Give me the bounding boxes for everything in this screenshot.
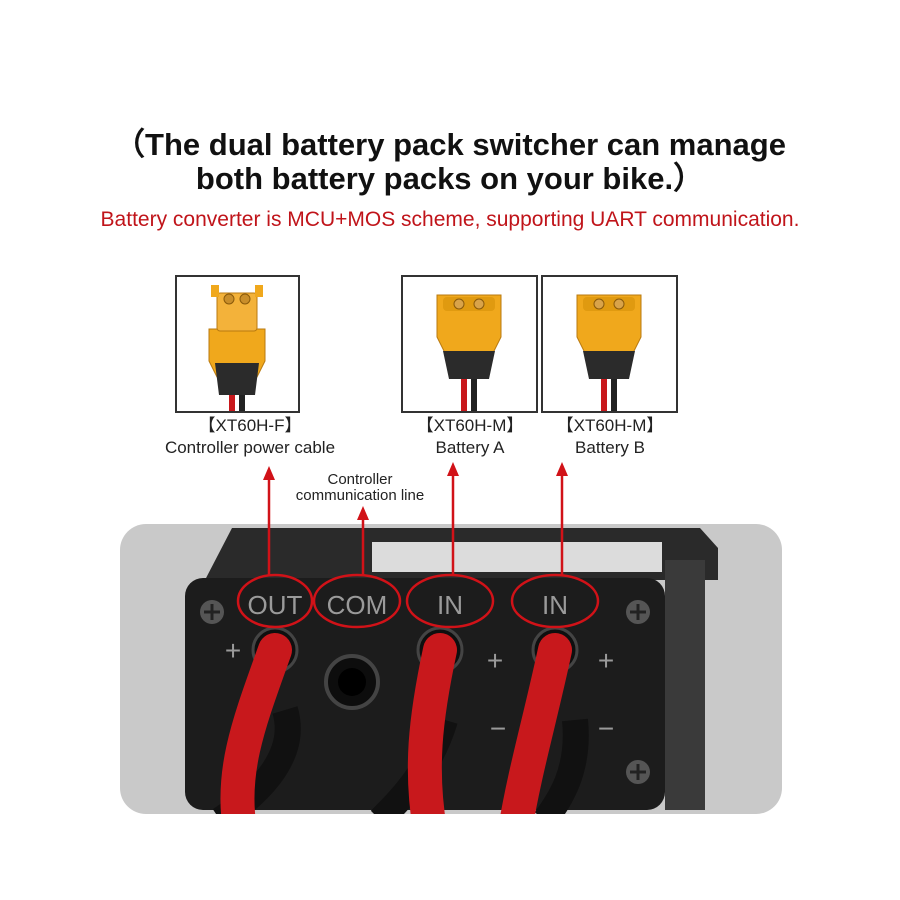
xt60-male-connector-icon bbox=[576, 294, 642, 411]
connector-model: 【XT60H-F】 bbox=[198, 416, 302, 435]
com-callout-line-2: communication line bbox=[295, 487, 425, 504]
connector-photo-xt60h-f bbox=[175, 275, 300, 413]
connector-model: 【XT60H-M】 bbox=[416, 416, 524, 435]
plus-mark: + bbox=[225, 635, 241, 666]
port-label-out: OUT bbox=[248, 590, 303, 620]
connector-photo-battery-a bbox=[401, 275, 538, 413]
com-callout-line-1: Controller bbox=[327, 471, 393, 488]
arrow-in-b-icon bbox=[556, 462, 568, 575]
connector-role: Battery B bbox=[575, 438, 645, 457]
headline-line-2: both battery packs on your bike.） bbox=[195, 161, 705, 196]
screw-icon bbox=[626, 600, 650, 624]
cable-in-a bbox=[407, 633, 457, 847]
screw-icon bbox=[626, 760, 650, 784]
highlight-out-ellipse bbox=[236, 573, 314, 629]
caption-controller-power: 【XT60H-F】 Controller power cable bbox=[140, 415, 360, 459]
minus-mark: − bbox=[598, 713, 614, 744]
caption-battery-b: 【XT60H-M】 Battery B bbox=[525, 415, 695, 459]
port-label-in-b: IN bbox=[542, 590, 568, 620]
plus-mark: + bbox=[598, 645, 614, 676]
com-callout: Controller communication line bbox=[270, 472, 450, 504]
connector-role: Controller power cable bbox=[164, 438, 336, 457]
arrow-out-icon bbox=[263, 466, 275, 575]
connector-role: Battery A bbox=[435, 438, 505, 457]
port-label-in-a: IN bbox=[437, 590, 463, 620]
headline-line-1: （The dual battery pack switcher can mana… bbox=[114, 127, 786, 162]
caption-battery-a: 【XT60H-M】 Battery A bbox=[385, 415, 555, 459]
arrow-in-a-icon bbox=[447, 462, 459, 575]
cable-out bbox=[220, 633, 292, 847]
cable-in-b bbox=[498, 633, 572, 847]
connector-photo-battery-b bbox=[541, 275, 678, 413]
highlight-com-ellipse bbox=[312, 573, 402, 629]
connector-model: 【XT60H-M】 bbox=[556, 416, 664, 435]
xt60-female-connector-icon bbox=[208, 285, 266, 411]
xt60-male-connector-icon bbox=[436, 294, 502, 411]
highlight-in-b-ellipse bbox=[510, 573, 600, 629]
minus-mark: − bbox=[490, 713, 506, 744]
plus-mark: + bbox=[487, 645, 503, 676]
subline: Battery converter is MCU+MOS scheme, sup… bbox=[100, 208, 800, 231]
port-label-com: COM bbox=[327, 590, 388, 620]
screw-icon bbox=[200, 600, 224, 624]
arrow-com-icon bbox=[357, 506, 369, 575]
highlight-in-a-ellipse bbox=[405, 573, 495, 629]
headline: （The dual battery pack switcher can mana… bbox=[0, 128, 900, 196]
